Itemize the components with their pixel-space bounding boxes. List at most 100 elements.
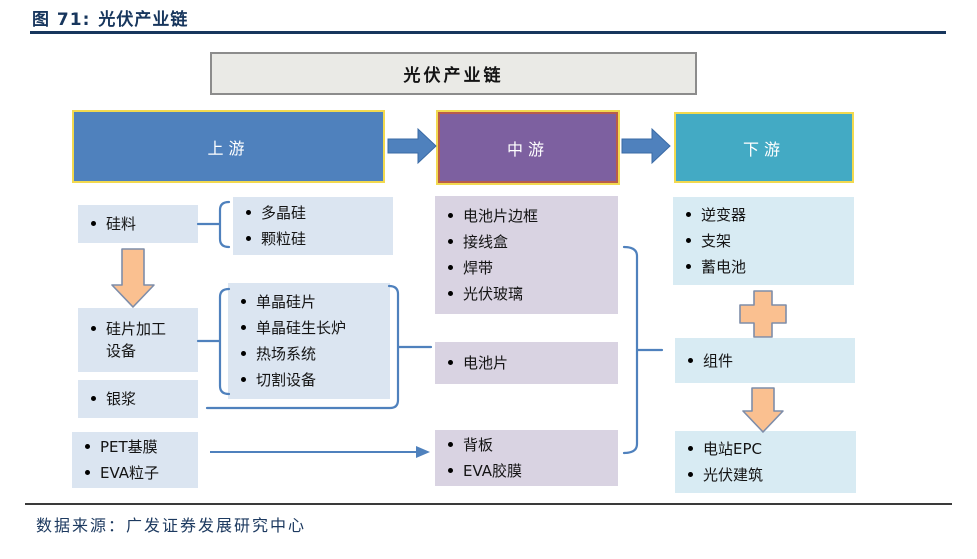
bullet-icon xyxy=(85,470,90,475)
long-arrow-pet-to-backsheet xyxy=(210,446,430,458)
item-label: 光伏建筑 xyxy=(703,466,764,484)
item-label: 银浆 xyxy=(106,390,137,408)
bullet-icon xyxy=(91,326,96,331)
bullet-icon xyxy=(448,360,453,365)
source-line: 数据来源：广发证券发展研究中心 xyxy=(36,516,307,535)
bullet-icon xyxy=(448,239,453,244)
bullet-icon xyxy=(246,236,251,241)
stage-midstream: 中游 xyxy=(436,110,620,185)
flow-arrow-right-icon xyxy=(387,127,437,165)
pet-film-box: PET基膜 EVA粒子 xyxy=(72,432,198,488)
cell-box: 电池片 xyxy=(435,342,618,384)
item-label: 单晶硅片 xyxy=(256,293,317,311)
item-label: 硅片加工设备 xyxy=(106,320,167,360)
mono-wafer-box: 单晶硅片 单晶硅生长炉 热场系统 切割设备 xyxy=(228,283,390,399)
chain-title-text: 光伏产业链 xyxy=(403,66,504,86)
item-label: 切割设备 xyxy=(256,371,317,389)
item-label: 蓄电池 xyxy=(701,258,747,276)
plus-icon xyxy=(739,290,787,338)
item-label: 接线盒 xyxy=(463,233,509,251)
bullet-icon xyxy=(448,213,453,218)
list-item: 单晶硅片 xyxy=(238,289,386,315)
bullet-icon xyxy=(241,377,246,382)
polysilicon-box: 多晶硅 颗粒硅 xyxy=(233,197,393,255)
item-label: 背板 xyxy=(463,436,494,454)
list-item: EVA胶膜 xyxy=(445,458,614,484)
list-item: 硅片加工设备 xyxy=(88,318,194,362)
list-item: 光伏玻璃 xyxy=(445,281,614,307)
down-arrow-icon xyxy=(742,387,784,433)
list-item: 焊带 xyxy=(445,255,614,281)
list-item: 电站EPC xyxy=(685,436,852,462)
figure-label: 图 71: xyxy=(32,10,91,30)
item-label: 电池片 xyxy=(463,354,509,372)
item-label: 颗粒硅 xyxy=(261,230,307,248)
item-label: 硅料 xyxy=(106,215,137,233)
bullet-icon xyxy=(688,472,693,477)
bullet-icon xyxy=(241,299,246,304)
bullet-icon xyxy=(85,444,90,449)
item-label: 光伏玻璃 xyxy=(463,285,524,303)
stage-midstream-label: 中游 xyxy=(506,139,549,159)
list-item: 硅料 xyxy=(88,211,194,237)
item-label: 电池片边框 xyxy=(463,207,539,225)
list-item: 多晶硅 xyxy=(243,200,389,226)
epc-box: 电站EPC 光伏建筑 xyxy=(675,431,856,493)
figure-title-text: 光伏产业链 xyxy=(98,10,189,30)
bullet-icon xyxy=(91,221,96,226)
bullet-icon xyxy=(688,446,693,451)
bracket-midstream-to-module xyxy=(622,245,664,455)
list-item: 切割设备 xyxy=(238,367,386,393)
bullet-icon xyxy=(686,238,691,243)
footer-divider xyxy=(25,503,952,505)
bracket-silicon-to-poly xyxy=(196,200,231,249)
backsheet-box: 背板 EVA胶膜 xyxy=(435,430,618,486)
figure-title: 图 71: 光伏产业链 xyxy=(32,5,188,30)
list-item: EVA粒子 xyxy=(82,460,194,486)
item-label: 热场系统 xyxy=(256,345,317,363)
item-label: 单晶硅生长炉 xyxy=(256,319,347,337)
bullet-icon xyxy=(448,442,453,447)
bullet-icon xyxy=(241,325,246,330)
list-item: 银浆 xyxy=(88,386,194,412)
item-label: 多晶硅 xyxy=(261,204,307,222)
list-item: 接线盒 xyxy=(445,229,614,255)
stage-upstream-label: 上游 xyxy=(207,138,250,158)
module-box: 组件 xyxy=(675,338,855,383)
bullet-icon xyxy=(448,291,453,296)
item-label: 逆变器 xyxy=(701,206,747,224)
stage-downstream: 下游 xyxy=(674,112,854,183)
list-item: 支架 xyxy=(683,228,850,254)
bullet-icon xyxy=(241,351,246,356)
title-divider xyxy=(30,31,946,34)
bullet-icon xyxy=(686,212,691,217)
list-item: 颗粒硅 xyxy=(243,226,389,252)
down-arrow-icon xyxy=(111,248,155,308)
bullet-icon xyxy=(448,265,453,270)
bullet-icon xyxy=(246,210,251,215)
list-item: 电池片边框 xyxy=(445,203,614,229)
list-item: 热场系统 xyxy=(238,341,386,367)
list-item: 电池片 xyxy=(445,350,614,376)
bullet-icon xyxy=(686,264,691,269)
bullet-icon xyxy=(91,396,96,401)
bullet-icon xyxy=(688,357,693,363)
bracket-equipment-to-mono xyxy=(196,287,231,396)
item-label: EVA粒子 xyxy=(100,464,160,482)
bullet-icon xyxy=(448,468,453,473)
flow-arrow-right-icon xyxy=(621,127,671,165)
list-item: 组件 xyxy=(685,348,851,374)
wafer-equipment-box: 硅片加工设备 xyxy=(78,308,198,372)
item-label: 组件 xyxy=(703,351,734,370)
item-label: 支架 xyxy=(701,232,732,250)
cell-auxiliary-box: 电池片边框 接线盒 焊带 光伏玻璃 xyxy=(435,196,618,314)
list-item: 背板 xyxy=(445,432,614,458)
list-item: 单晶硅生长炉 xyxy=(238,315,386,341)
stage-downstream-label: 下游 xyxy=(742,139,785,159)
stage-upstream: 上游 xyxy=(72,110,385,183)
item-label: 焊带 xyxy=(463,259,494,277)
list-item: 逆变器 xyxy=(683,202,850,228)
item-label: EVA胶膜 xyxy=(463,462,523,480)
inverter-bracket-battery-box: 逆变器 支架 蓄电池 xyxy=(673,197,854,285)
